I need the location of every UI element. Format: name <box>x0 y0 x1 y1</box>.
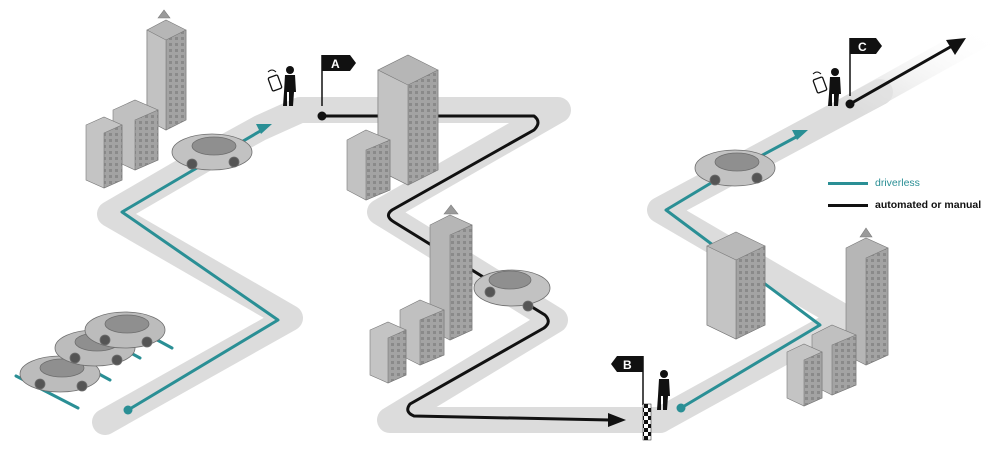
car-driverless-right <box>694 149 776 187</box>
car-manual-middle <box>473 269 551 312</box>
manual-route-c <box>848 44 954 106</box>
buildings <box>85 9 889 407</box>
flag-a-label: A <box>331 57 340 71</box>
cars <box>19 133 776 393</box>
building-lowrise-middle-a <box>399 299 445 366</box>
legend-swatch-driverless <box>828 181 868 185</box>
building-lowrise-center <box>346 129 391 201</box>
legend-item-driverless: driverless <box>828 172 998 194</box>
building-lowrise-right-a <box>811 324 857 396</box>
smartphone-icon <box>812 71 828 94</box>
building-block-left <box>112 99 159 171</box>
legend-label-driverless: driverless <box>875 177 920 189</box>
smartphone-icon <box>267 69 283 92</box>
car-parked-3 <box>84 311 166 349</box>
driverless-start-dot-right <box>676 403 686 413</box>
flag-b: B <box>611 356 644 405</box>
legend-label-automated: automated or manual <box>875 199 982 211</box>
building-tower-center <box>377 54 439 186</box>
manual-start-dot-c <box>845 99 855 109</box>
flag-c-label: C <box>858 40 867 54</box>
manual-arrowhead-b <box>608 413 626 427</box>
manual-start-dot-a <box>317 111 327 121</box>
road-fade-right <box>837 17 1001 121</box>
building-block-right <box>706 231 766 340</box>
legend: driverless automated or manual <box>828 172 998 216</box>
building-tall-left <box>146 9 187 131</box>
checkered-flag-icon <box>642 403 652 441</box>
car-driverless-top <box>171 133 253 171</box>
flag-a: A <box>321 55 356 106</box>
flag-b-label: B <box>623 358 632 372</box>
route-markers <box>123 38 966 427</box>
manual-arrowhead-c <box>946 38 966 55</box>
person-icon <box>828 68 841 106</box>
legend-item-automated: automated or manual <box>828 194 998 216</box>
building-tall-right <box>845 227 889 366</box>
building-lowrise-right-b <box>786 343 823 407</box>
person-icon <box>657 370 670 410</box>
building-lowrise-middle-b <box>369 321 407 384</box>
flag-c: C <box>849 38 882 96</box>
road-network <box>92 17 1001 435</box>
legend-swatch-automated <box>828 203 868 207</box>
building-small-left <box>85 116 123 189</box>
driverless-arrowhead-left <box>256 124 272 134</box>
driverless-arrowhead-right <box>792 130 808 140</box>
person-icon <box>283 66 296 106</box>
driverless-start-dot-left <box>123 405 133 415</box>
